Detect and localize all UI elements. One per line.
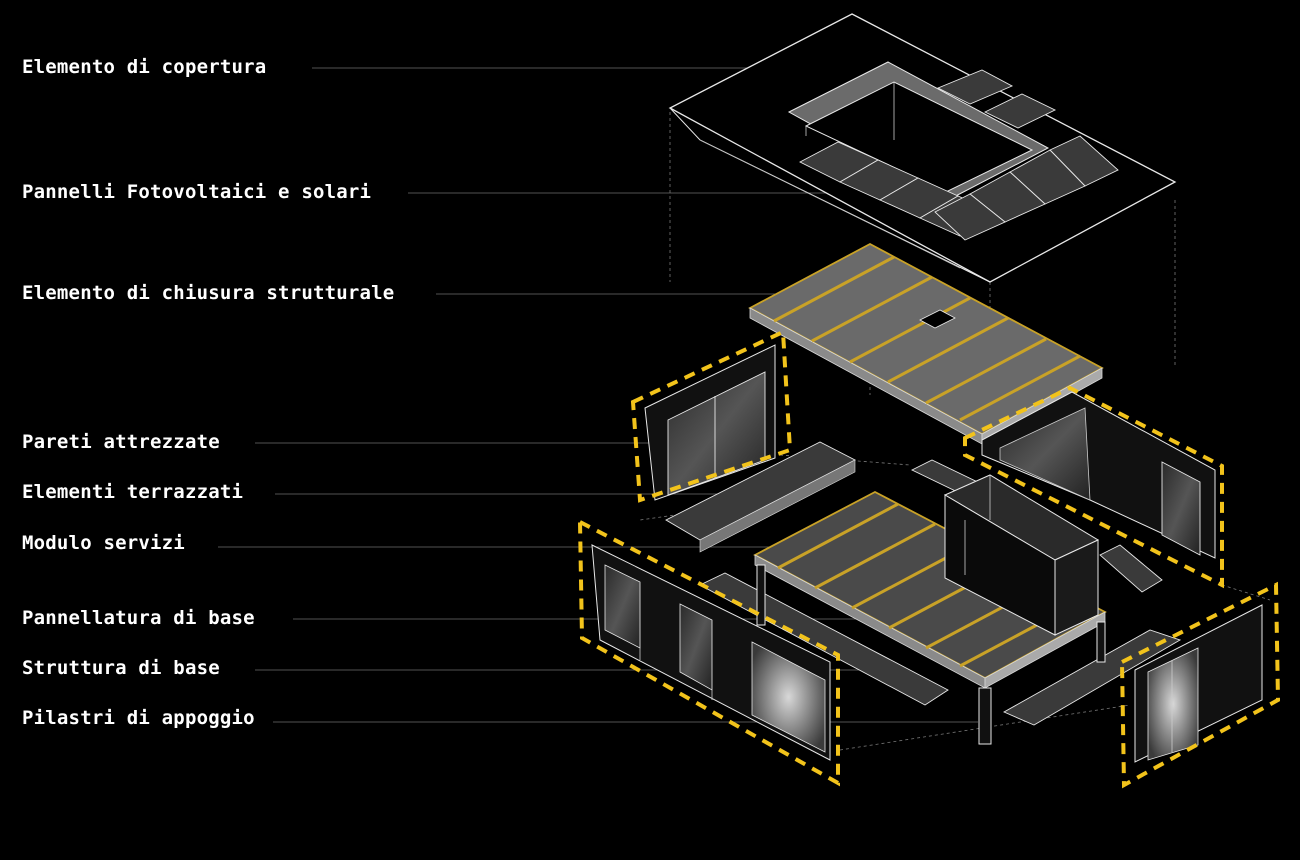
label-pareti-attrezzate: Pareti attrezzate [22, 431, 220, 453]
label-pannellatura-di-base: Pannellatura di base [22, 607, 255, 629]
support-pillars [756, 564, 1106, 745]
equipped-wall-right-lower [1119, 581, 1281, 789]
service-module [943, 474, 1100, 636]
label-pannelli-fotovoltaici: Pannelli Fotovoltaici e solari [22, 181, 372, 203]
label-modulo-servizi: Modulo servizi [22, 532, 185, 554]
label-elemento-di-chiusura: Elemento di chiusura strutturale [22, 282, 395, 304]
equipped-wall-right-upper [963, 385, 1224, 589]
pv-panels [799, 69, 1119, 241]
terraced-elements [665, 441, 1182, 726]
label-elementi-terrazzati: Elementi terrazzati [22, 481, 244, 503]
label-struttura-di-base: Struttura di base [22, 657, 220, 679]
equipped-wall-left-lower [577, 518, 840, 787]
label-pilastri-di-appoggio: Pilastri di appoggio [22, 707, 255, 729]
roof-element [668, 13, 1177, 283]
label-elemento-di-copertura: Elemento di copertura [22, 56, 267, 78]
base-structure [753, 490, 1107, 745]
equipped-wall-left-upper [630, 328, 793, 503]
